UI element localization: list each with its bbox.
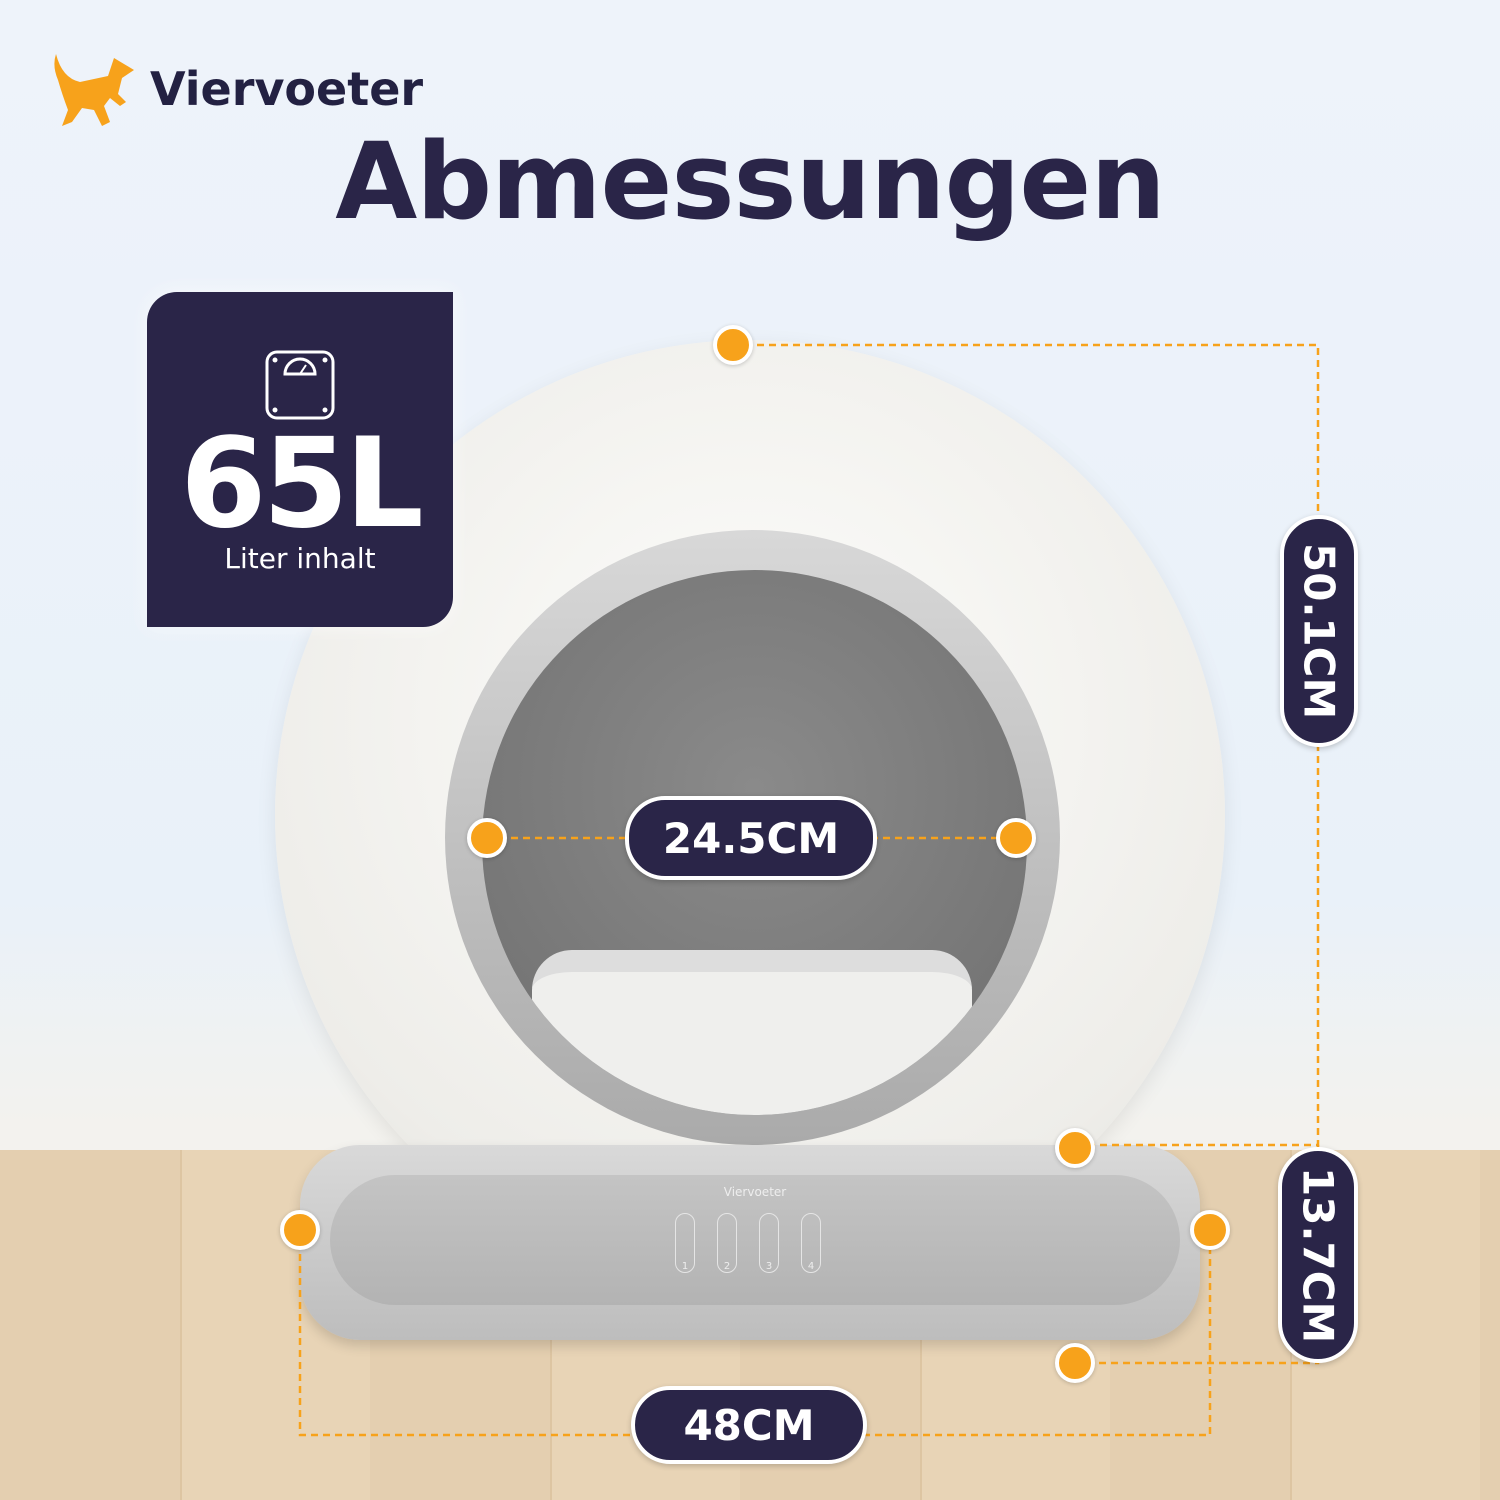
door-left-marker xyxy=(467,818,507,858)
capacity-label: Liter inhalt xyxy=(224,542,376,575)
capacity-badge xyxy=(147,292,453,627)
height-top-marker xyxy=(713,325,753,365)
scale-icon xyxy=(265,350,335,420)
control-panel: Viervoeter 1 2 3 4 xyxy=(330,1175,1180,1305)
base-height-label: 13.7CM xyxy=(1278,1147,1358,1363)
panel-button-4[interactable]: 4 xyxy=(801,1213,821,1273)
panel-button-1[interactable]: 1 xyxy=(675,1213,695,1273)
orange-dog-logo-icon xyxy=(54,54,134,126)
page-title: Abmessungen xyxy=(335,120,1166,243)
litter-tray xyxy=(532,950,972,1115)
door-right-marker xyxy=(996,818,1036,858)
base-top-marker xyxy=(1055,1128,1095,1168)
brand-name: Viervoeter xyxy=(150,62,424,116)
height-label: 50.1CM xyxy=(1280,515,1358,747)
panel-button-3[interactable]: 3 xyxy=(759,1213,779,1273)
panel-button-2[interactable]: 2 xyxy=(717,1213,737,1273)
base-bottom-marker xyxy=(1055,1343,1095,1383)
door-width-label: 24.5CM xyxy=(625,796,877,880)
width-right-marker xyxy=(1190,1210,1230,1250)
width-left-marker xyxy=(280,1210,320,1250)
width-label: 48CM xyxy=(631,1386,867,1464)
capacity-value: 65L xyxy=(180,412,424,556)
panel-brand: Viervoeter xyxy=(723,1185,787,1199)
